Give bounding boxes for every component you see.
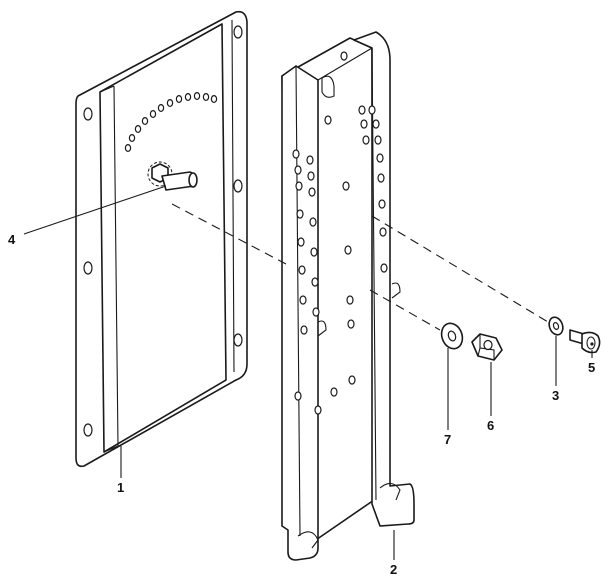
adjustment-hole-arc [124,91,218,153]
callout-2: 2 [390,562,397,577]
leader-lines [23,185,593,560]
left-hole-column [292,149,322,415]
callout-1: 1 [117,480,124,495]
small-washer [548,316,564,336]
pivot-pin [147,161,198,191]
hex-nut [471,333,503,361]
right-hole-column [324,51,388,397]
callout-5: 5 [588,360,595,375]
slotted-channel-bracket [281,31,415,561]
callout-4: 4 [8,232,16,247]
callout-6: 6 [487,418,494,433]
callout-3: 3 [552,388,559,403]
large-washer [440,322,464,350]
assembly-axis-lines [171,203,549,331]
bolt [569,329,601,354]
mounting-plate [75,10,248,468]
callout-7: 7 [444,432,451,447]
